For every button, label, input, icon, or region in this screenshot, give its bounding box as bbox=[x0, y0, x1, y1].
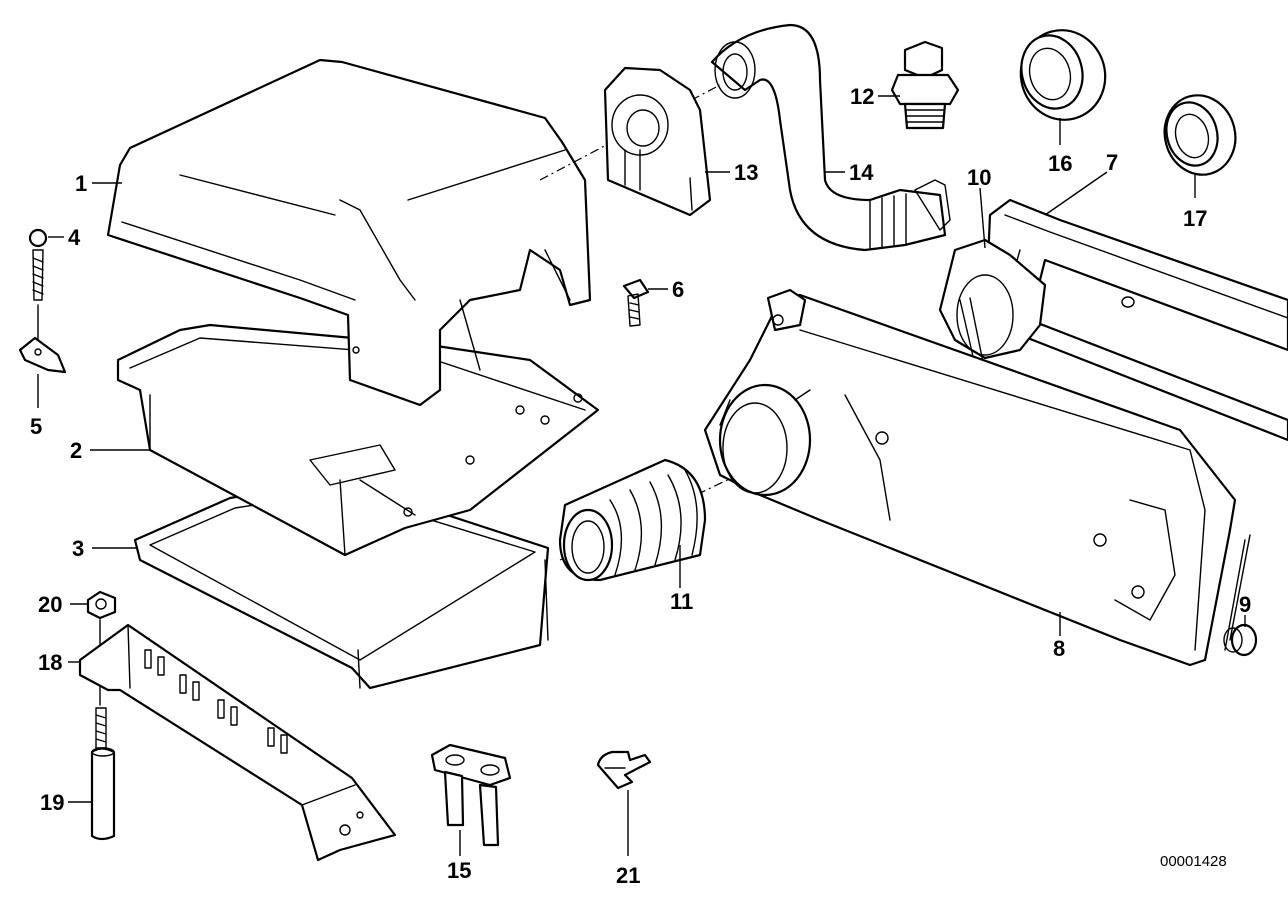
callout-8: 8 bbox=[1053, 636, 1065, 661]
callout-3: 3 bbox=[72, 536, 84, 561]
callout-18: 18 bbox=[38, 650, 62, 675]
diagram-reference-number: 00001428 bbox=[1160, 853, 1227, 870]
callout-6: 6 bbox=[672, 277, 684, 302]
part-19-stud bbox=[90, 707, 116, 841]
callout-12: 12 bbox=[850, 84, 874, 109]
part-3-lower-tray bbox=[133, 478, 550, 690]
callout-21: 21 bbox=[616, 863, 640, 888]
callout-14: 14 bbox=[849, 160, 874, 185]
part-14-hose bbox=[710, 23, 951, 252]
callout-15: 15 bbox=[447, 858, 471, 883]
part-9-bushing bbox=[1223, 623, 1258, 657]
callout-11: 11 bbox=[670, 589, 693, 614]
leader-lines bbox=[37, 95, 1246, 856]
callout-5: 5 bbox=[30, 414, 42, 439]
callout-16: 16 bbox=[1048, 151, 1072, 176]
callout-10: 10 bbox=[967, 165, 991, 190]
part-20-nut bbox=[86, 590, 117, 620]
part-8-duct-housing bbox=[703, 288, 1237, 667]
part-21-clip bbox=[596, 750, 652, 790]
part-10-grommet bbox=[938, 238, 1047, 373]
part-4-screw bbox=[28, 228, 48, 301]
callout-17: 17 bbox=[1183, 206, 1207, 231]
part-5-clip bbox=[18, 336, 67, 374]
callout-19: 19 bbox=[40, 790, 64, 815]
part-8-edge-hatch bbox=[1224, 534, 1251, 651]
callout-20: 20 bbox=[38, 592, 62, 617]
part-17-seal-ring bbox=[1163, 94, 1237, 176]
part-6-bolt bbox=[622, 278, 650, 327]
callout-9: 9 bbox=[1239, 592, 1251, 617]
part-12-sensor-switch bbox=[890, 40, 960, 130]
part-2-lower-housing bbox=[116, 323, 600, 557]
callout-1: 1 bbox=[75, 171, 87, 196]
callout-2: 2 bbox=[70, 438, 82, 463]
part-13-holder bbox=[603, 66, 712, 217]
part-1-upper-cover bbox=[106, 58, 592, 407]
callout-4: 4 bbox=[68, 225, 81, 250]
callout-13: 13 bbox=[734, 160, 758, 185]
part-15-connector bbox=[430, 743, 512, 847]
part-11-bellows bbox=[558, 458, 707, 582]
callout-labels: 1 2 3 4 5 6 7 8 9 10 11 12 13 14 15 16 1… bbox=[30, 84, 1251, 888]
part-16-seal-ring bbox=[1019, 29, 1107, 121]
part-18-bracket bbox=[78, 623, 397, 862]
callout-7: 7 bbox=[1106, 150, 1118, 175]
